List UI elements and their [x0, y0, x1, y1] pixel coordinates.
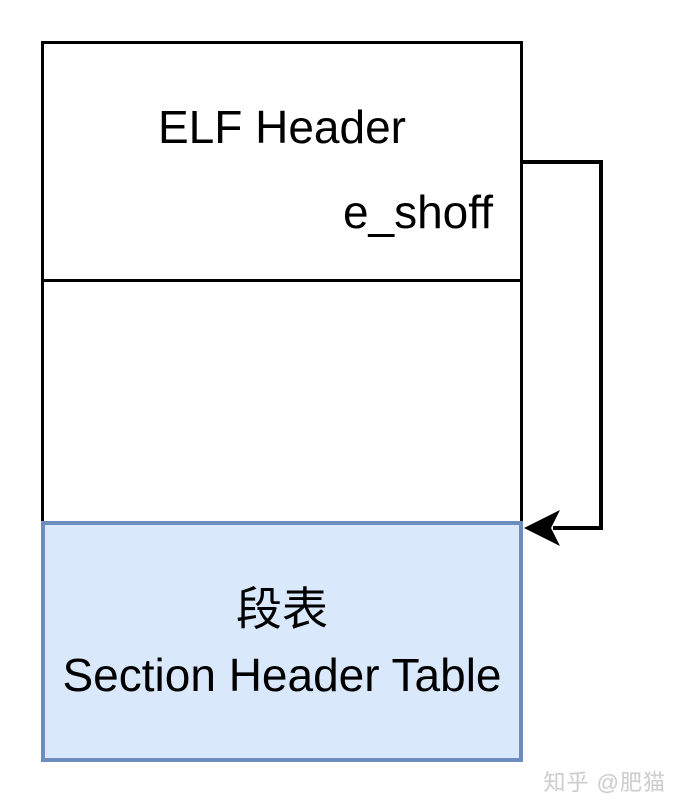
e-shoff-arrowhead-icon [524, 510, 560, 546]
elf-header-title: ELF Header [157, 101, 406, 153]
e-shoff-field-label: e_shoff [342, 186, 493, 238]
e-shoff-arrow-line [523, 160, 603, 530]
section-header-table-label-en: Section Header Table [62, 648, 502, 701]
elf-body-box [41, 282, 523, 521]
section-header-table-box: 段表 Section Header Table [41, 521, 523, 762]
zhihu-watermark: 知乎 @肥猫 [543, 770, 666, 795]
elf-header-box [41, 41, 523, 282]
section-header-table-label-cn: 段表 [236, 582, 328, 635]
